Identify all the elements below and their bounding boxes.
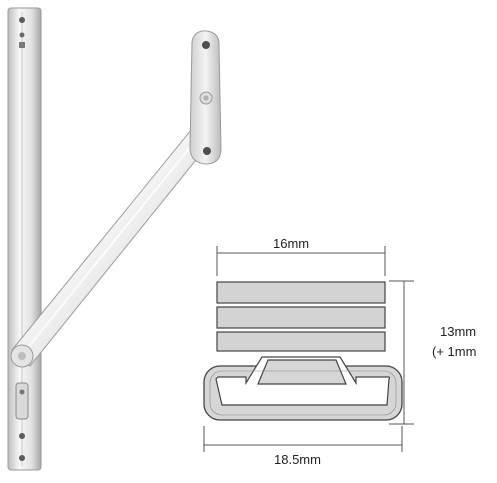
- packer-stack: [216, 281, 386, 352]
- packer-strip: [216, 281, 386, 304]
- rivet-center-icon: [18, 352, 26, 360]
- slot-icon: [15, 382, 29, 420]
- packer-strip: [216, 306, 386, 329]
- screw-hole-icon: [19, 389, 25, 395]
- dimension-packer-width: [216, 246, 386, 276]
- dimension-base-width: [203, 426, 403, 452]
- stay-vertical-bar: [7, 7, 42, 471]
- screw-hole-icon: [202, 41, 210, 49]
- screw-hole-icon: [19, 455, 25, 461]
- dimension-stack-height: [389, 280, 414, 425]
- screw-hole-icon: [19, 32, 25, 38]
- screw-hole-icon: [19, 433, 25, 439]
- base-width-label: 18.5mm: [274, 452, 321, 467]
- packer-width-label: 16mm: [273, 236, 310, 251]
- screw-hole-icon: [19, 42, 25, 48]
- packer-base-channel: [203, 356, 403, 421]
- packer-strip: [216, 331, 386, 352]
- stack-height-label: 13mm: [440, 324, 477, 339]
- stack-height-extra-label: (+ 1mm: [432, 344, 477, 359]
- stay-mounting-plate: [189, 30, 222, 165]
- screw-hole-icon: [203, 147, 211, 155]
- screw-hole-icon: [19, 17, 25, 23]
